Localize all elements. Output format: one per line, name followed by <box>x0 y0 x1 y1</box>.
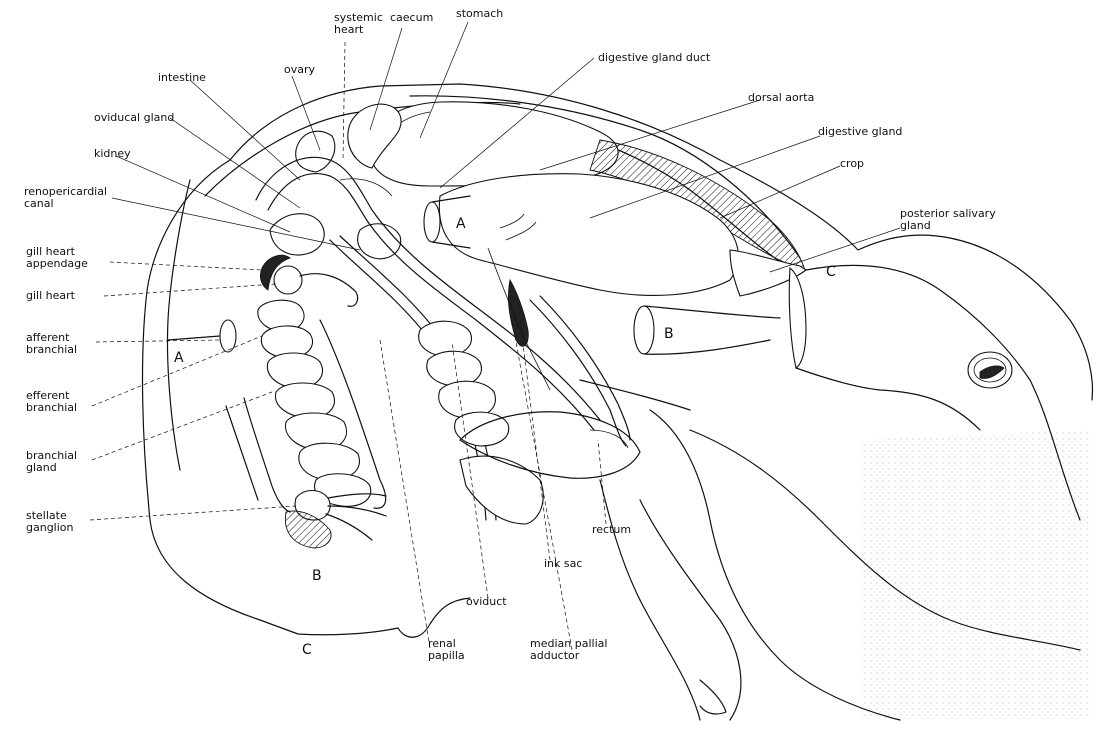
label-kidney: kidney <box>94 148 131 160</box>
cut-letter-c-right: C <box>826 264 836 280</box>
label-dorsal-aorta: dorsal aorta <box>748 92 814 104</box>
label-ovary: ovary <box>284 64 315 76</box>
cut-letter-c-left: C <box>302 642 312 658</box>
cut-letter-a-mid: A <box>456 216 466 232</box>
label-gill-heart-appendage: gill heart appendage <box>26 246 88 270</box>
label-oviduct: oviduct <box>466 596 507 608</box>
label-efferent-branchial: efferent branchial <box>26 390 77 414</box>
label-posterior-salivary-gland: posterior salivary gland <box>900 208 996 232</box>
stomach <box>370 102 618 186</box>
ink-sac <box>508 280 528 346</box>
label-renal-papilla: renal papilla <box>428 638 465 662</box>
median-pallial-adductor <box>460 456 543 524</box>
label-systemic-heart: systemic heart <box>334 12 383 36</box>
label-oviducal-gland: oviducal gland <box>94 112 174 124</box>
label-caecum: caecum <box>390 12 433 24</box>
label-branchial-gland: branchial gland <box>26 450 77 474</box>
gill <box>258 300 386 508</box>
label-median-pallial-adductor: median pallial adductor <box>530 638 607 662</box>
gill-heart <box>274 266 302 294</box>
label-stellate-ganglion: stellate ganglion <box>26 510 74 534</box>
label-afferent-branchial: afferent branchial <box>26 332 77 356</box>
label-rectum: rectum <box>592 524 631 536</box>
arm-3 <box>640 500 741 720</box>
cut-a-left-face <box>220 320 236 352</box>
cut-b-mid-face <box>634 306 654 354</box>
arm-4 <box>600 480 700 720</box>
cut-letter-b-left: B <box>312 568 322 584</box>
label-digestive-gland: digestive gland <box>818 126 902 138</box>
label-ink-sac: ink sac <box>544 558 582 570</box>
kidney <box>270 214 324 255</box>
label-stomach: stomach <box>456 8 503 20</box>
branchial-gland <box>419 321 509 446</box>
label-digestive-gland-duct: digestive gland duct <box>598 52 710 64</box>
label-crop: crop <box>840 158 864 170</box>
label-intestine: intestine <box>158 72 206 84</box>
cut-a-mid-face <box>424 202 440 242</box>
label-gill-heart: gill heart <box>26 290 75 302</box>
cut-letter-a-left: A <box>174 350 184 366</box>
label-renopericardial-canal: renopericardial canal <box>24 186 107 210</box>
cut-letter-b-mid: B <box>664 326 674 342</box>
posterior-salivary-gland <box>789 268 806 368</box>
rectum <box>530 300 626 446</box>
